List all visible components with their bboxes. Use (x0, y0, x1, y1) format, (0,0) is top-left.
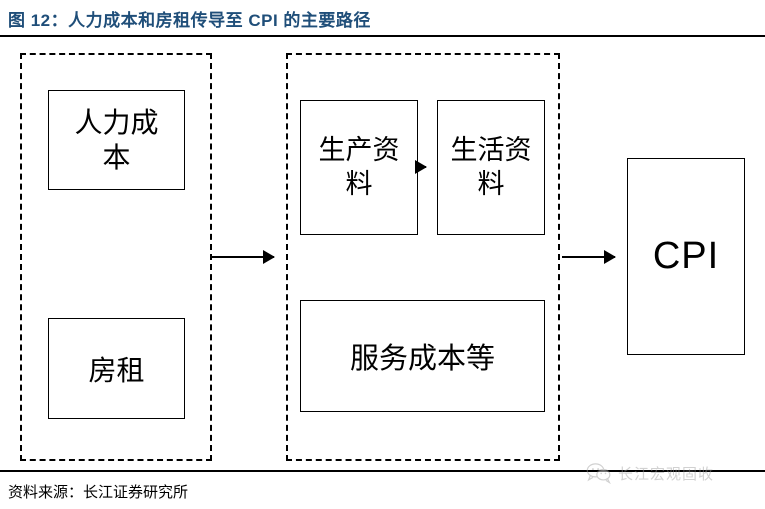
node-rent: 房租 (48, 318, 185, 419)
flow-diagram: 人力成本 房租 生产资料 生活资料 服务成本等 CPI (0, 37, 765, 469)
source-note: 资料来源：长江证券研究所 (8, 484, 189, 501)
node-cpi: CPI (627, 158, 745, 355)
arrow-channels-to-cpi-icon (562, 250, 616, 264)
arrow-production-to-living-icon (415, 160, 427, 174)
page-title: 图 12：人力成本和房租传导至 CPI 的主要路径 (8, 11, 371, 30)
watermark-text: 长江宏观固收 (618, 465, 715, 483)
watermark: 长江宏观固收 (586, 456, 761, 490)
arrow-inputs-to-channels-icon (212, 250, 275, 264)
title-divider (0, 35, 765, 37)
node-production-materials: 生产资料 (300, 100, 418, 235)
node-service-cost: 服务成本等 (300, 300, 545, 412)
group-inputs-dashed-container (20, 53, 212, 461)
wechat-icon (586, 462, 612, 485)
node-living-materials: 生活资料 (437, 100, 545, 235)
group-channels-dashed-container (286, 53, 560, 461)
node-labor-cost: 人力成本 (48, 90, 185, 190)
footer-divider (0, 470, 765, 472)
